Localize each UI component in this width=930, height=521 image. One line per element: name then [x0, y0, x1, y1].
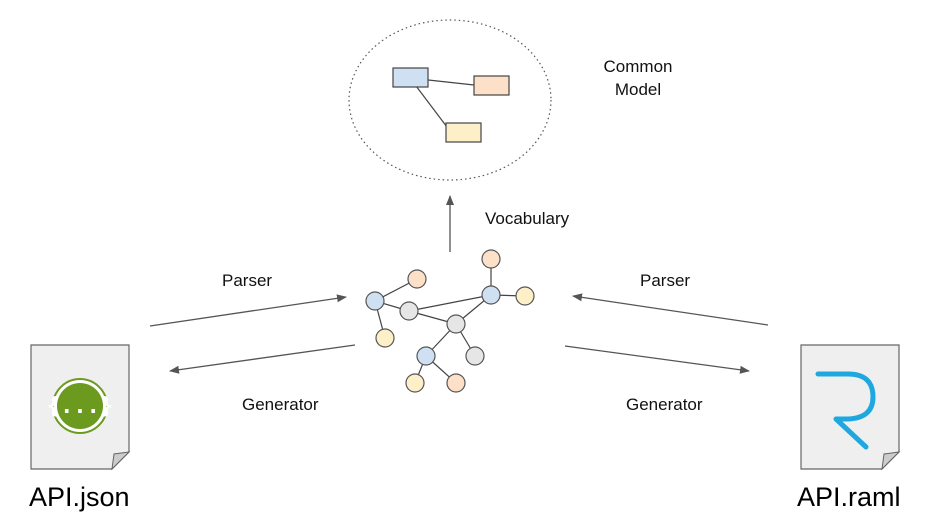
swagger-icon-glyph: {...}: [47, 394, 113, 419]
left-transforms: Parser Generator: [149, 271, 356, 414]
graph-node-blue: [365, 291, 385, 311]
api-raml-document: API.raml: [797, 344, 901, 512]
common-model-group: Common Model: [348, 19, 673, 181]
graph-node-yellow: [515, 286, 535, 306]
api-json-document: {...} API.json: [29, 344, 131, 512]
generator-right-label: Generator: [626, 395, 703, 414]
graph-node-yellow: [405, 373, 425, 393]
api-raml-label: API.raml: [797, 482, 901, 512]
graph-node-gray: [465, 346, 485, 366]
model-entity-blue: [392, 67, 429, 88]
document-fold: [881, 451, 901, 471]
parser-right-label: Parser: [640, 271, 690, 290]
common-model-label-line1: Common: [604, 57, 673, 76]
graph-node-orange: [481, 249, 501, 269]
swagger-icon: [57, 383, 103, 429]
vocabulary-label: Vocabulary: [485, 209, 570, 228]
graph-node-blue: [416, 346, 436, 366]
vocabulary-graph: [365, 249, 535, 393]
raml-icon: [815, 371, 876, 450]
graph-edge: [408, 294, 492, 312]
graph-node-gray: [399, 301, 419, 321]
model-entity-orange: [473, 75, 510, 96]
common-model-label-line2: Model: [615, 80, 661, 99]
right-transforms: Parser Generator: [564, 271, 769, 414]
graph-node-blue: [481, 285, 501, 305]
graph-node-orange: [446, 373, 466, 393]
document-fold: [111, 451, 131, 471]
generator-left-label: Generator: [242, 395, 319, 414]
document-icon: [800, 344, 900, 470]
api-json-label: API.json: [29, 482, 130, 512]
generator-right-arrow: [564, 345, 750, 374]
generator-left-arrow: [169, 344, 356, 374]
parser-left-label: Parser: [222, 271, 272, 290]
graph-node-gray: [446, 314, 466, 334]
common-model-ellipse: [348, 19, 552, 181]
model-entity-yellow: [445, 122, 482, 143]
graph-node-yellow: [375, 328, 395, 348]
vocabulary-arrow-group: Vocabulary: [446, 195, 570, 252]
parser-left-arrow: [149, 294, 347, 327]
graph-node-orange: [407, 269, 427, 289]
parser-right-arrow: [572, 293, 769, 326]
